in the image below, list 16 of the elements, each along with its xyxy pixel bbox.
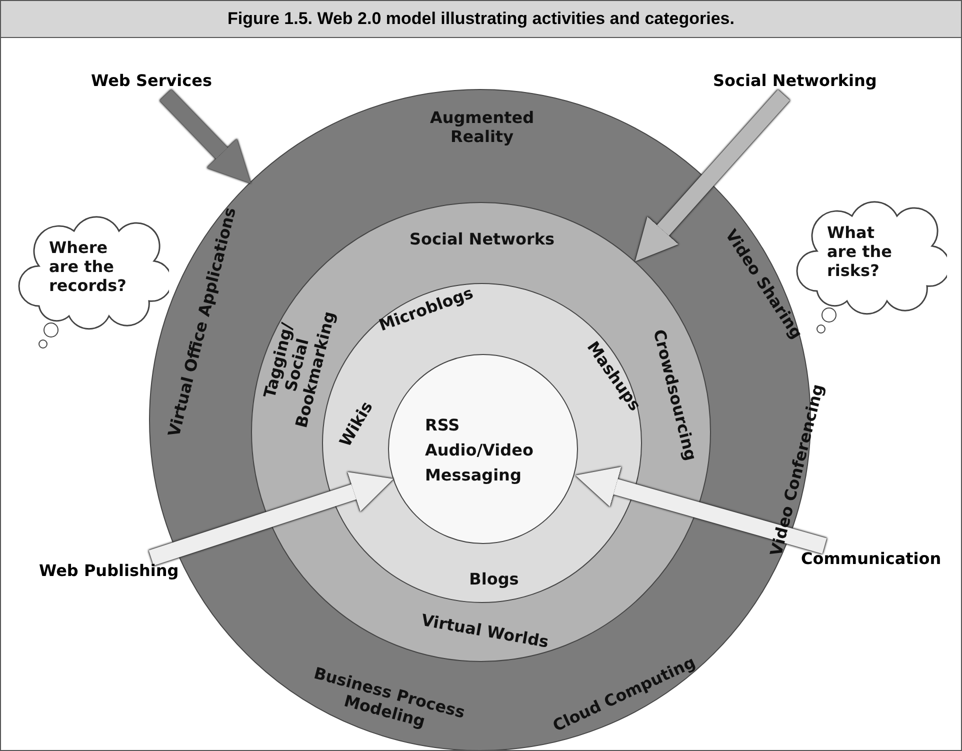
ring-label: Augmented Reality	[428, 108, 536, 146]
cloud-text: What are the risks?	[827, 223, 893, 281]
block-arrow	[160, 89, 251, 184]
category-label: Web Publishing	[39, 561, 179, 580]
block-arrow	[635, 90, 790, 262]
category-label: Communication	[801, 549, 942, 568]
figure-title: Figure 1.5. Web 2.0 model illustrating activities and categories.	[1, 1, 961, 38]
ring-label: Blogs	[469, 569, 519, 589]
center-label: RSS	[425, 415, 460, 435]
center-label: Audio/Video	[425, 440, 534, 460]
ring-label: Social Networks	[409, 229, 555, 249]
center-label: Messaging	[425, 465, 522, 485]
category-label: Social Networking	[713, 71, 877, 90]
ring-label: Virtual Worlds	[420, 610, 550, 652]
category-label: Web Services	[91, 71, 212, 90]
cloud-text: Where are the records?	[49, 238, 128, 296]
